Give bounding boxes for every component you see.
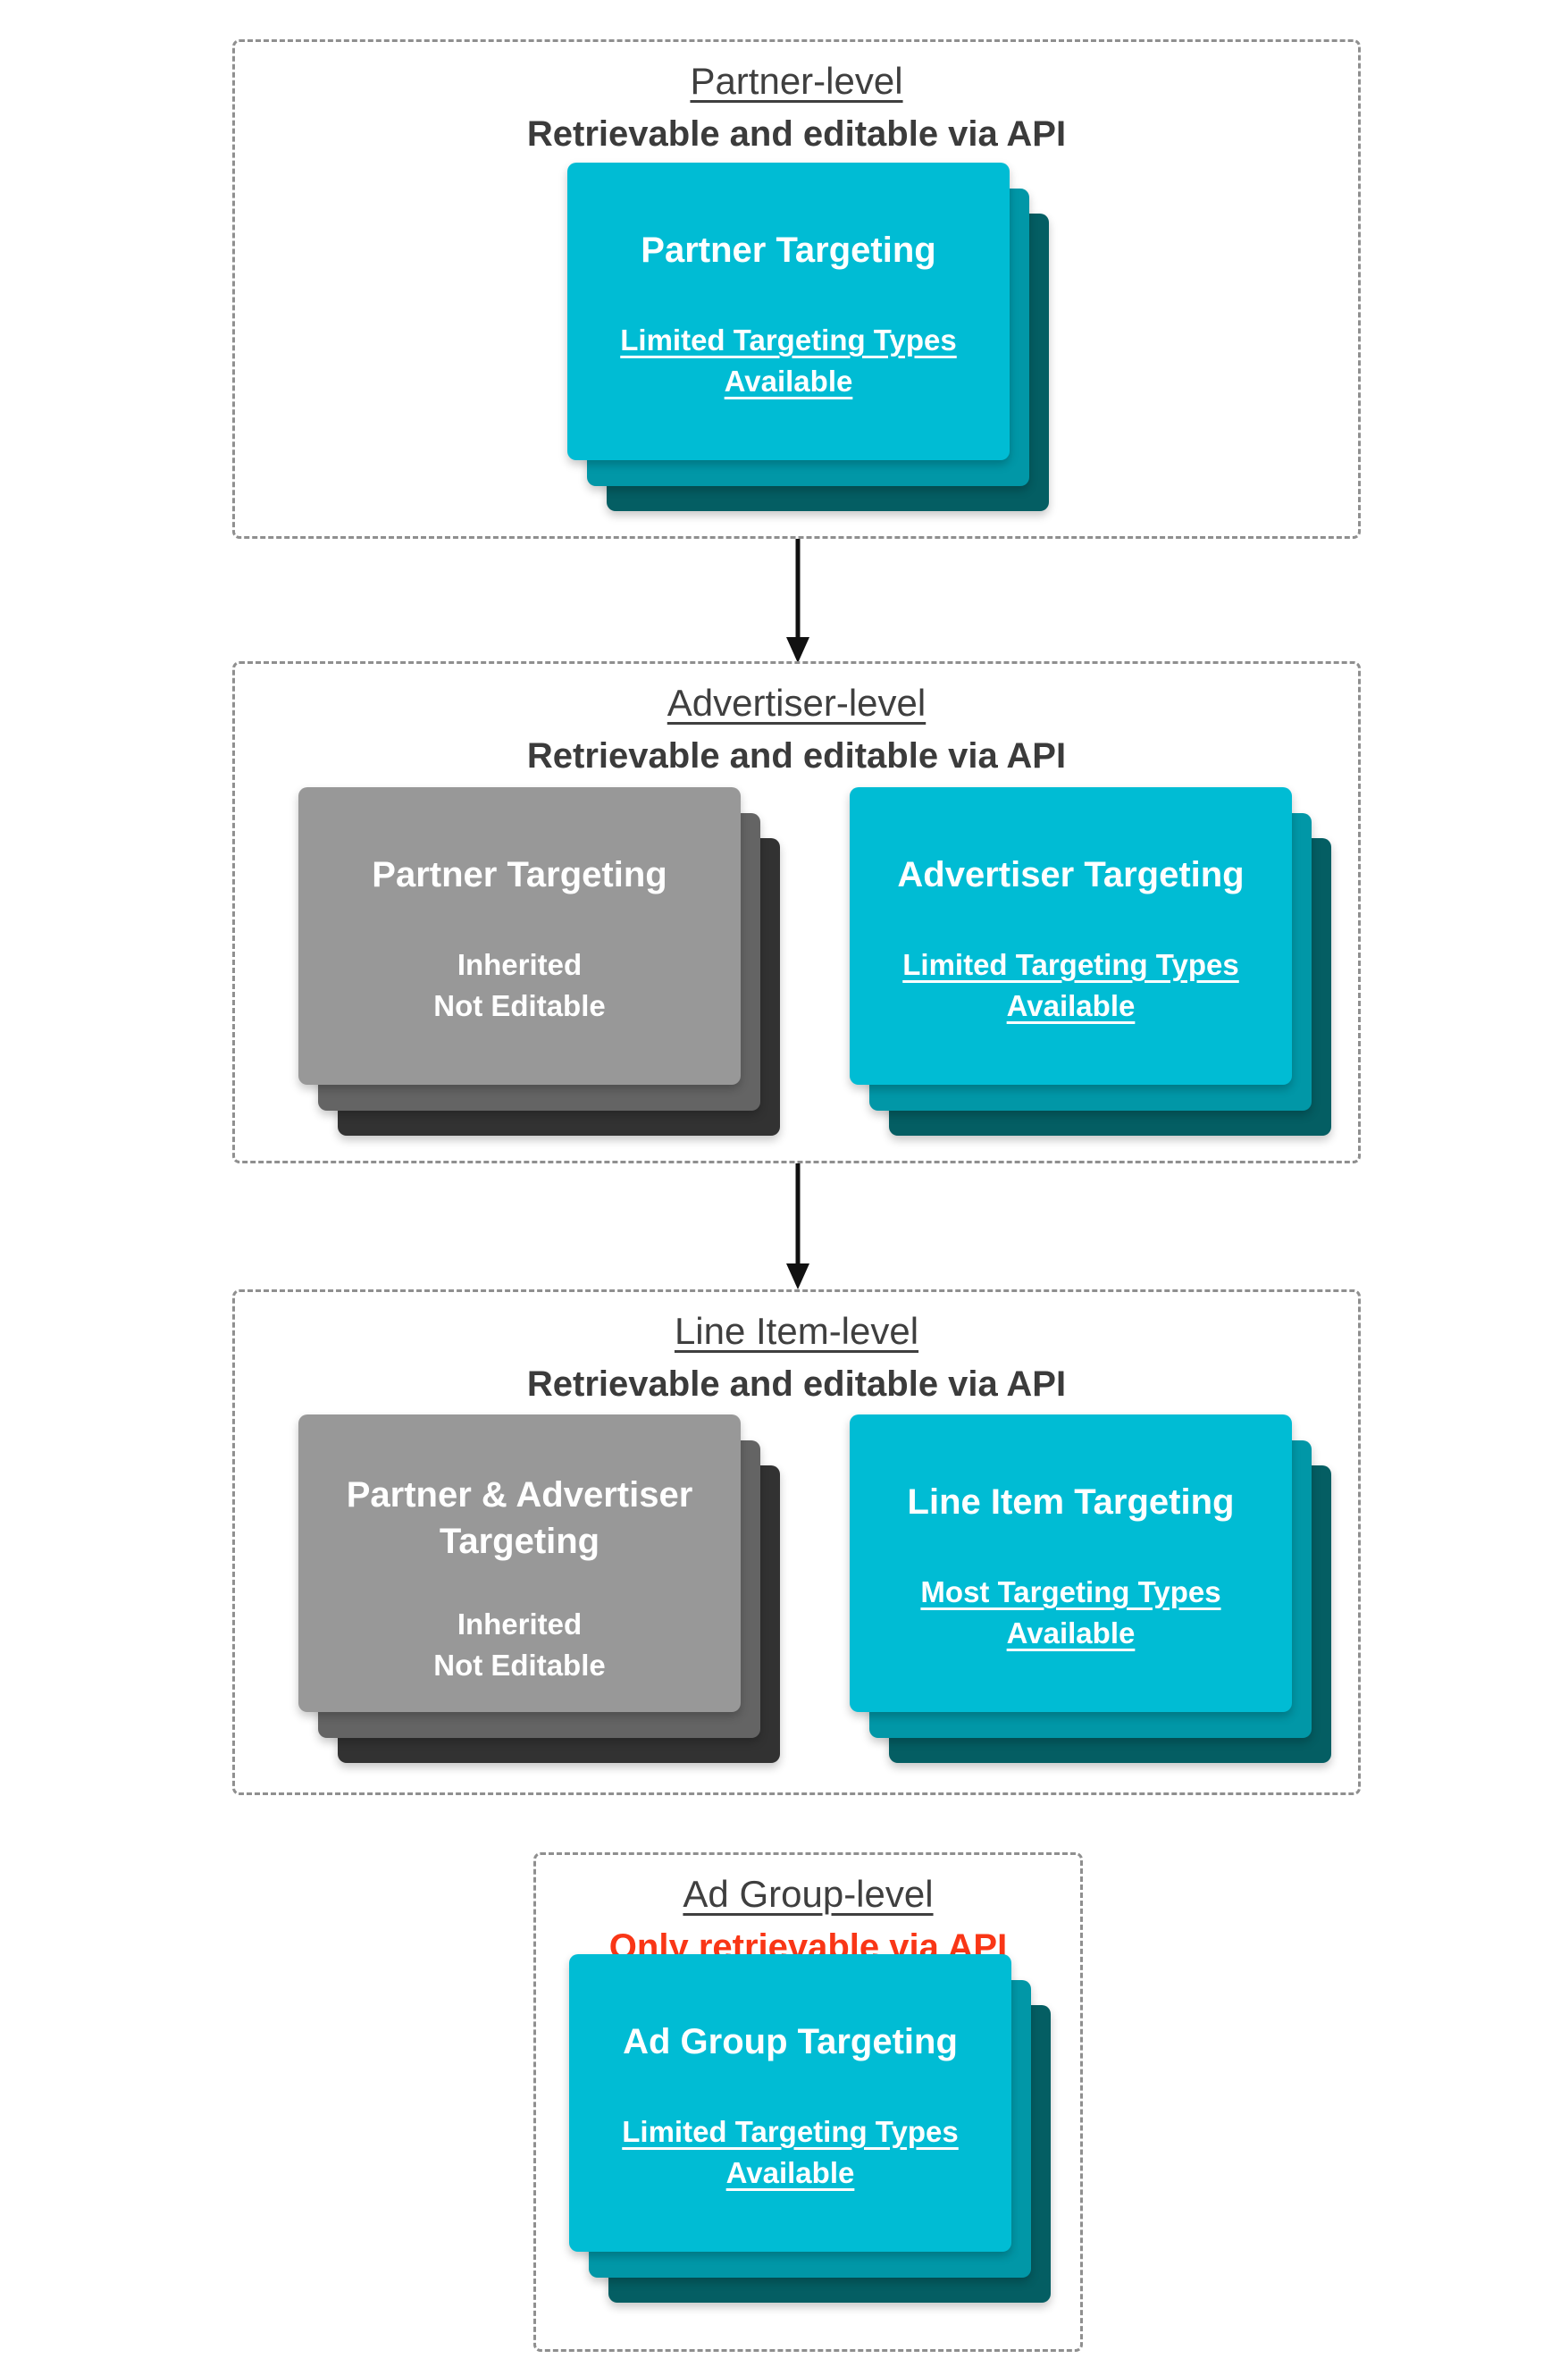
flow-arrow-advertiser-to-line-item [786, 1163, 809, 1289]
stack-layer-front [850, 787, 1292, 1085]
card-subtitle-line: Most Targeting Types Available [920, 1575, 1221, 1650]
card-inherited-partner-targeting: Partner Targeting Inherited Not Editable [298, 787, 780, 1136]
card-advertiser-targeting: Advertiser Targeting Limited Targeting T… [850, 787, 1331, 1136]
card-ad-group-targeting: Ad Group Targeting Limited Targeting Typ… [569, 1954, 1051, 2303]
card-subtitle: Limited Targeting Types Available [603, 2111, 978, 2194]
card-partner-targeting: Partner Targeting Limited Targeting Type… [567, 163, 1049, 511]
section-partner-level: Partner-level Retrievable and editable v… [232, 39, 1361, 539]
card-title: Partner & Advertiser Targeting [346, 1475, 693, 1561]
card-face: Partner Targeting Inherited Not Editable [298, 787, 741, 1085]
arrow-shaft [795, 539, 801, 640]
section-title: Ad Group-level [683, 1873, 934, 1915]
section-title: Partner-level [690, 60, 903, 102]
arrow-head-icon [786, 637, 809, 663]
stack-layer-front [569, 1954, 1011, 2252]
section-title: Advertiser-level [667, 682, 927, 724]
stack-layer-front [850, 1414, 1292, 1712]
stack-layer-front [298, 1414, 741, 1712]
card-subtitle-line: Inherited [457, 948, 583, 981]
card-title: Partner Targeting [372, 855, 667, 894]
card-subtitle: Limited Targeting Types Available [884, 944, 1259, 1027]
card-subtitle-line: Limited Targeting Types Available [902, 948, 1239, 1023]
card-subtitle: Most Targeting Types Available [884, 1572, 1259, 1654]
arrow-shaft [795, 1163, 801, 1266]
card-subtitle-line: Not Editable [433, 989, 606, 1023]
card-subtitle-line: Not Editable [433, 1649, 606, 1683]
card-face: Ad Group Targeting Limited Targeting Typ… [569, 1954, 1011, 2252]
card-subtitle-line: Inherited [457, 1607, 583, 1641]
card-title: Line Item Targeting [907, 1482, 1235, 1522]
card-title: Advertiser Targeting [897, 855, 1245, 894]
card-face: Advertiser Targeting Limited Targeting T… [850, 787, 1292, 1085]
arrow-head-icon [786, 1263, 809, 1289]
stack-layer-front [298, 787, 741, 1085]
stack-layer-front [567, 163, 1010, 460]
card-subtitle: Inherited Not Editable [332, 1604, 708, 1686]
section-subtitle: Retrievable and editable via API [526, 735, 1067, 776]
section-title: Line Item-level [674, 1310, 919, 1352]
card-line-item-targeting: Line Item Targeting Most Targeting Types… [850, 1414, 1331, 1763]
card-subtitle-line: Limited Targeting Types Available [620, 323, 957, 399]
card-subtitle: Inherited Not Editable [332, 944, 708, 1027]
section-ad-group-level: Ad Group-level Only retrievable via API … [533, 1852, 1083, 2352]
card-face: Line Item Targeting Most Targeting Types… [850, 1414, 1292, 1712]
card-inherited-partner-advertiser-targeting: Partner & Advertiser Targeting Inherited… [298, 1414, 780, 1763]
flow-arrow-partner-to-advertiser [786, 539, 809, 663]
card-face: Partner & Advertiser Targeting Inherited… [298, 1414, 741, 1712]
card-title: Partner Targeting [641, 231, 936, 270]
section-subtitle: Retrievable and editable via API [526, 1364, 1067, 1404]
card-title: Ad Group Targeting [623, 2022, 958, 2061]
section-advertiser-level: Advertiser-level Retrievable and editabl… [232, 661, 1361, 1163]
card-subtitle: Limited Targeting Types Available [601, 320, 977, 402]
section-subtitle: Retrievable and editable via API [526, 113, 1067, 154]
card-subtitle-line: Limited Targeting Types Available [622, 2115, 959, 2190]
card-face: Partner Targeting Limited Targeting Type… [567, 163, 1010, 460]
section-line-item-level: Line Item-level Retrievable and editable… [232, 1289, 1361, 1795]
